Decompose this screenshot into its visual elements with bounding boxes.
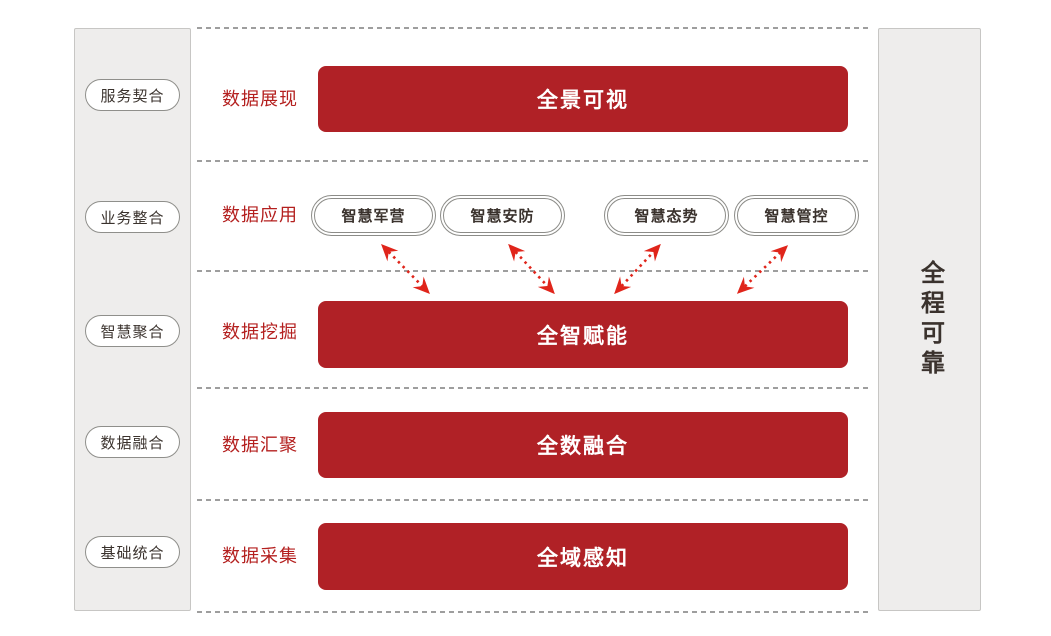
left-pill-data-fusion: 数据融合 (85, 426, 180, 458)
dashed-divider (197, 499, 868, 501)
dashed-divider (197, 270, 868, 272)
left-pill-foundation-unification: 基础统合 (85, 536, 180, 568)
right-panel-label: 全程可靠 (916, 259, 944, 380)
dashed-divider (197, 611, 868, 613)
layer-label-data-convergence: 数据汇聚 (222, 435, 298, 455)
layer-bar-full-domain-sensing: 全域感知 (318, 523, 848, 590)
app-pill-label: 智慧态势 (634, 208, 699, 225)
double-headed-arrow (614, 243, 661, 295)
app-pill-smart-barracks: 智慧军营 (310, 194, 437, 237)
layer-bar-full-data-fusion: 全数融合 (318, 412, 848, 478)
layer-label-data-collection: 数据采集 (222, 546, 298, 566)
layer-label-data-application: 数据应用 (222, 205, 298, 225)
app-pill-label: 智慧安防 (470, 208, 535, 225)
app-pill-smart-situation: 智慧态势 (603, 194, 730, 237)
left-pill-label: 服务契合 (100, 87, 165, 105)
left-pill-label: 数据融合 (100, 434, 165, 452)
left-pill-label: 业务整合 (100, 209, 165, 227)
app-pill-smart-control: 智慧管控 (733, 194, 860, 237)
left-pill-label: 基础统合 (100, 544, 165, 562)
app-pill-smart-security: 智慧安防 (439, 194, 566, 237)
dashed-divider (197, 387, 868, 389)
layer-bar-panoramic-visibility: 全景可视 (318, 66, 848, 132)
layer-label-data-display: 数据展现 (222, 89, 298, 109)
left-pill-wisdom-aggregation: 智慧聚合 (85, 315, 180, 347)
left-panel: 服务契合 业务整合 智慧聚合 数据融合 基础统合 (74, 28, 191, 611)
left-pill-service-fit: 服务契合 (85, 79, 180, 111)
app-pill-label: 智慧军营 (341, 208, 406, 225)
dashed-divider (197, 160, 868, 162)
double-headed-arrow (381, 243, 430, 295)
layer-bar-full-intelligence: 全智赋能 (318, 301, 848, 368)
double-headed-arrow (508, 243, 555, 295)
layer-label-data-mining: 数据挖掘 (222, 322, 298, 342)
left-pill-label: 智慧聚合 (100, 323, 165, 341)
left-pill-business-integration: 业务整合 (85, 201, 180, 233)
dashed-divider (197, 27, 868, 29)
app-pill-label: 智慧管控 (764, 208, 829, 225)
right-panel: 全程可靠 (878, 28, 981, 611)
